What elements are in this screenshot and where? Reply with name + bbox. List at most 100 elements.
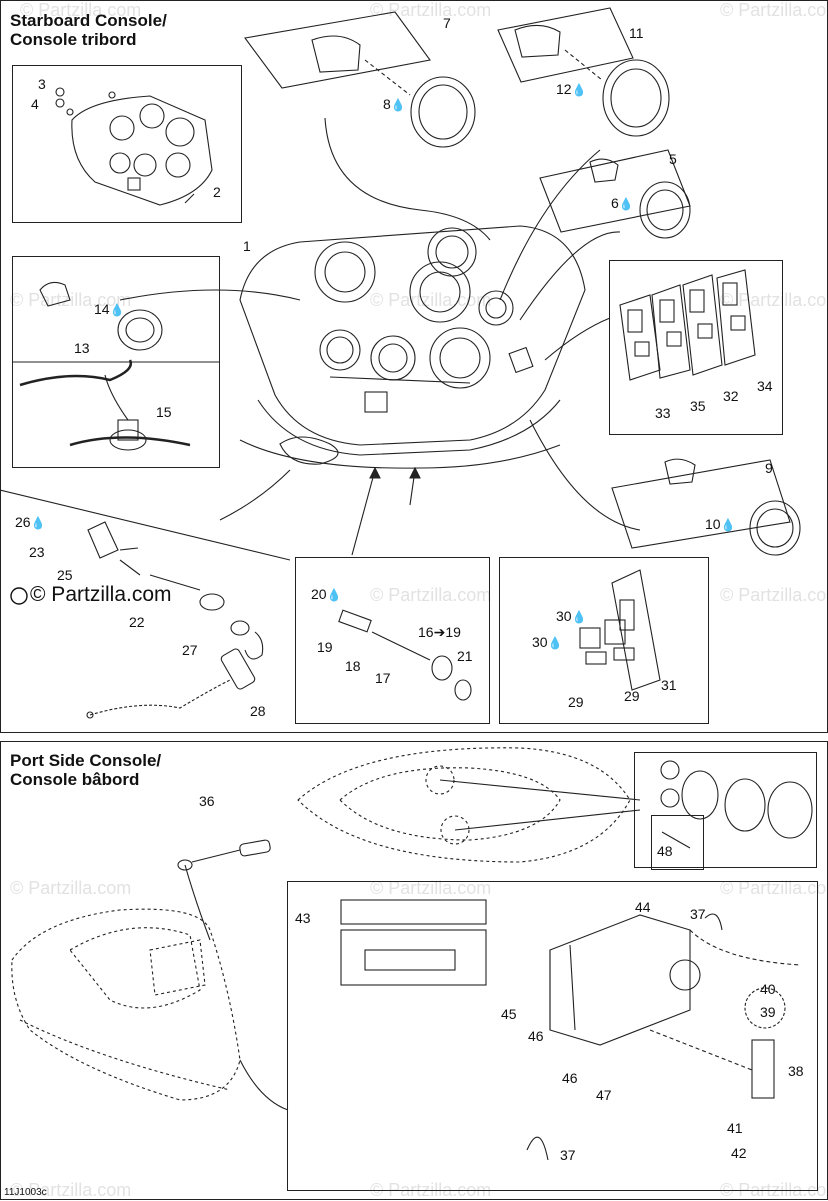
watermark: © Partzilla.com: [720, 585, 828, 605]
switch-set: [619, 269, 756, 381]
callout-8[interactable]: 8💧: [383, 96, 406, 113]
callout-27[interactable]: 27: [182, 642, 198, 658]
speaker: [660, 760, 813, 849]
fluid-drop-icon: 💧: [326, 588, 342, 602]
hull-top-view: [297, 747, 641, 863]
callout-19[interactable]: 19: [317, 639, 333, 655]
callout-8-number: 8: [383, 96, 391, 112]
callout-12-number: 12: [556, 81, 572, 97]
callout-41[interactable]: 41: [727, 1120, 743, 1136]
callout-45[interactable]: 45: [501, 1006, 517, 1022]
port-title-en: Port Side Console/: [10, 751, 162, 770]
callout-23[interactable]: 23: [29, 544, 45, 560]
port-console-body: [11, 908, 241, 1101]
callout-47[interactable]: 47: [596, 1087, 612, 1103]
port-title-fr: Console bâbord: [10, 770, 140, 789]
callout-39[interactable]: 39: [760, 1004, 776, 1020]
drawing-code: 11J1003c: [4, 1187, 47, 1198]
gauge-6: [589, 158, 691, 239]
callout-14-number: 14: [94, 301, 110, 317]
callout-11[interactable]: 11: [629, 25, 644, 41]
callout-37-top[interactable]: 37: [690, 906, 706, 922]
fluid-drop-icon: 💧: [30, 516, 46, 530]
callout-13[interactable]: 13: [74, 340, 90, 356]
callout-29-left[interactable]: 29: [568, 694, 584, 710]
callout-14[interactable]: 14💧: [94, 301, 125, 318]
callout-12[interactable]: 12💧: [556, 81, 587, 98]
callout-18[interactable]: 18: [345, 658, 361, 674]
callout-31[interactable]: 31: [661, 677, 677, 693]
copyright-overlay: © Partzilla.com: [30, 583, 172, 606]
callout-32[interactable]: 32: [723, 388, 739, 404]
callout-40[interactable]: 40: [760, 981, 776, 997]
callout-20[interactable]: 20💧: [311, 586, 342, 603]
callout-26[interactable]: 26💧: [15, 514, 46, 531]
callout-44[interactable]: 44: [635, 899, 651, 915]
callout-42[interactable]: 42: [731, 1145, 747, 1161]
watermark: © Partzilla.com: [720, 290, 828, 310]
callout-46-bottom[interactable]: 46: [562, 1070, 578, 1086]
callout-16-to-19[interactable]: 16➔19: [418, 624, 461, 640]
callout-34[interactable]: 34: [757, 378, 773, 394]
callout-30-number: 30: [532, 634, 548, 650]
callout-43[interactable]: 43: [295, 910, 311, 926]
fluid-drop-icon: 💧: [390, 98, 406, 112]
callout-2[interactable]: 2: [213, 184, 221, 200]
callout-22[interactable]: 22: [129, 614, 145, 630]
callout-4[interactable]: 4: [31, 96, 39, 112]
callout-30-bottom[interactable]: 30💧: [532, 634, 563, 651]
callout-1[interactable]: 1: [243, 238, 251, 254]
lanyard-post-panel: [295, 557, 490, 724]
watermark: © Partzilla.com: [10, 878, 132, 898]
gauge-kit-panel-7: [244, 11, 431, 89]
callout-10[interactable]: 10💧: [705, 516, 736, 533]
usb-cable: [177, 839, 271, 871]
watermark: © Partzilla.com: [370, 878, 492, 898]
screw-detail-panel: [651, 815, 704, 870]
starboard-title-fr: Console tribord: [10, 30, 137, 49]
bezel-detail-panel: [12, 65, 242, 223]
callout-5[interactable]: 5: [669, 151, 677, 167]
lanyard-harness: [0, 489, 291, 719]
callout-26-number: 26: [15, 514, 31, 530]
fluid-drop-icon: 💧: [618, 197, 634, 211]
callout-29-right[interactable]: 29: [624, 688, 640, 704]
callout-15[interactable]: 15: [156, 404, 172, 420]
callout-30-top[interactable]: 30💧: [556, 608, 587, 625]
fluid-drop-icon: 💧: [571, 610, 587, 624]
fluid-drop-icon: 💧: [109, 303, 125, 317]
main-console: [239, 225, 586, 469]
callout-35[interactable]: 35: [690, 398, 706, 414]
stereo-assembly: [340, 899, 801, 1161]
callout-3[interactable]: 3: [38, 76, 46, 92]
callout-17[interactable]: 17: [375, 670, 391, 686]
gauge-10: [664, 458, 801, 556]
callout-21[interactable]: 21: [457, 648, 473, 664]
callout-6[interactable]: 6💧: [611, 195, 634, 212]
callout-28[interactable]: 28: [250, 703, 266, 719]
callout-37-bottom[interactable]: 37: [560, 1147, 576, 1163]
callout-38[interactable]: 38: [788, 1063, 804, 1079]
gauge-8: [311, 35, 476, 148]
callout-7[interactable]: 7: [443, 15, 451, 31]
speaker-panel: [634, 752, 817, 868]
callout-48[interactable]: 48: [657, 843, 673, 859]
callout-36[interactable]: 36: [199, 793, 215, 809]
fluid-drop-icon: 💧: [720, 518, 736, 532]
fluid-drop-icon: 💧: [571, 83, 587, 97]
callout-33[interactable]: 33: [655, 405, 671, 421]
fluid-drop-icon: 💧: [547, 636, 563, 650]
stereo-panel: [287, 881, 818, 1191]
callout-46-top[interactable]: 46: [528, 1028, 544, 1044]
watermark: © Partzilla.com: [720, 0, 828, 20]
bezel-assembly: [55, 87, 213, 206]
callout-20-number: 20: [311, 586, 327, 602]
callout-6-number: 6: [611, 195, 619, 211]
gauge-kit-panel-11: [497, 7, 634, 83]
callout-9[interactable]: 9: [765, 460, 773, 476]
start-stop-switches: [579, 569, 661, 691]
callout-25[interactable]: 25: [57, 567, 73, 583]
start-stop-panel: [499, 557, 709, 724]
